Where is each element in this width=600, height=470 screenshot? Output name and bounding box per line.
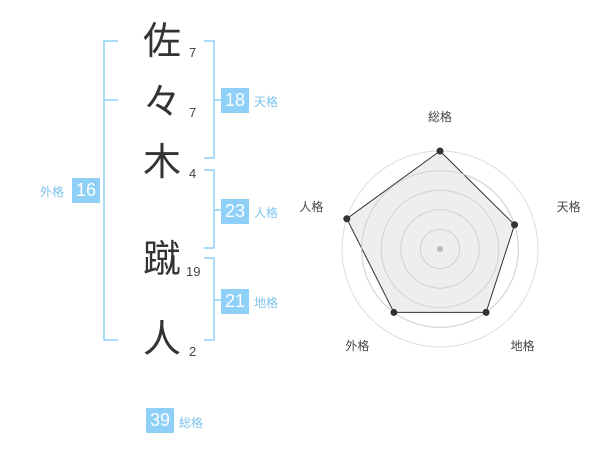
- radar-axis-label-4: 外格: [345, 338, 370, 353]
- radar-point-1: [436, 147, 444, 155]
- tenkaku-badge: 18: [221, 88, 249, 113]
- radar-point-3: [482, 308, 490, 316]
- name-char-3: 木: [143, 140, 182, 184]
- radar-axis-label-5: 人格: [299, 200, 324, 214]
- name-char-5: 人: [143, 317, 182, 361]
- chikaku-badge: 21: [221, 289, 249, 314]
- chikaku-label: 地格: [254, 296, 279, 310]
- gaikaku-badge: 16: [72, 178, 100, 203]
- jinkaku-label: 人格: [254, 206, 279, 220]
- stroke-count-3: 4: [189, 166, 197, 181]
- radar-inner-ring-3: [380, 189, 500, 309]
- name-char-2: 々: [143, 80, 182, 124]
- radar-point-4: [390, 308, 398, 316]
- gaikaku-label: 外格: [40, 185, 65, 199]
- chikaku-bracket: [204, 257, 215, 341]
- radar-inner-ring-2: [400, 209, 480, 289]
- radar-inner-ring-1: [419, 228, 461, 270]
- radar-axis-label-3: 地格: [510, 338, 535, 353]
- stroke-count-2: 7: [189, 105, 197, 120]
- stroke-count-1: 7: [189, 45, 197, 60]
- tenkaku-label: 天格: [254, 95, 279, 109]
- radar-point-2: [511, 221, 519, 229]
- radar-point-5: [343, 215, 351, 223]
- soukaku-badge: 39: [146, 408, 174, 433]
- radar-inner-ring-4: [361, 170, 519, 328]
- stroke-count-5: 2: [189, 344, 197, 359]
- radar-axis-label-1: 総格: [428, 110, 453, 124]
- name-char-1: 佐: [143, 19, 182, 63]
- jinkaku-bracket: [204, 169, 215, 249]
- radar-center-dot: [437, 246, 443, 252]
- stroke-count-4: 19: [186, 264, 201, 279]
- jinkaku-badge: 23: [221, 199, 249, 224]
- soukaku-label: 総格: [179, 416, 204, 430]
- name-char-4: 蹴: [143, 237, 182, 281]
- gaikaku-bracket: [103, 40, 118, 341]
- radar-axis-label-2: 天格: [556, 200, 581, 214]
